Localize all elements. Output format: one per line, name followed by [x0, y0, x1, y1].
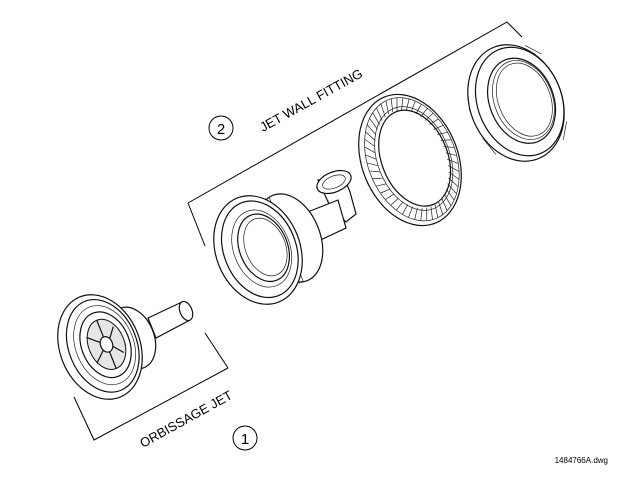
gasket-hatch-line [447, 158, 459, 164]
gasket-hatch-line [420, 108, 428, 118]
gasket-hatch-line [372, 177, 384, 180]
gasket-hatch-line [366, 124, 377, 136]
gasket-hatch-line [448, 171, 460, 180]
callout-2-circle [208, 115, 234, 141]
gasket-hatch-line [414, 207, 418, 220]
callout-2-label: JET WALL FITTING [257, 66, 365, 135]
orbissage-jet-bracket [73, 332, 229, 441]
gasket-hatch-line [445, 188, 455, 201]
gasket-hatch-line [401, 97, 404, 111]
gasket-hatch-line [402, 204, 409, 215]
gasket-hatch-line [447, 183, 457, 194]
gasket-hatch-line [385, 100, 390, 115]
gasket-ring-part [358, 93, 462, 227]
drawing-id: 1484766A.dwg [555, 456, 608, 465]
callout-1-circle [232, 425, 258, 451]
gasket-hatch-line [408, 206, 413, 218]
orbissage-jet-part [57, 294, 194, 400]
gasket-hatch-line [448, 177, 459, 188]
gasket-hatch-line [405, 98, 410, 111]
gasket-hatch-line [415, 103, 422, 115]
gasket-hatch-line [385, 193, 395, 200]
callout-1-number: 1 [241, 431, 249, 448]
gasket-hatch-line [372, 112, 380, 125]
jet-body-part [213, 169, 357, 305]
jet-wall-fitting-bracket [187, 21, 523, 247]
gasket-hatch-line [375, 183, 387, 187]
gasket-hatch-line [445, 152, 457, 156]
gasket-hatch-line [365, 131, 376, 141]
gasket-hatch-line [426, 207, 428, 221]
lock-nut-part [467, 44, 567, 162]
callout-2: 2 JET WALL FITTING [208, 66, 365, 141]
gasket-hatch-line [364, 138, 376, 147]
gasket-hatch-line [441, 197, 448, 211]
gasket-hatch-line [429, 118, 439, 125]
callout-1-label: ORBISSAGE JET [137, 387, 235, 450]
gasket-hatch-line [364, 146, 376, 154]
gasket-hatch-line [443, 193, 452, 206]
callout-2-number: 2 [217, 121, 225, 138]
gasket-hatch-line [366, 162, 379, 167]
gasket-hatch-line [390, 197, 399, 206]
gasket-hatch-line [434, 204, 439, 218]
gasket-hatch-line [376, 107, 383, 121]
gasket-hatch-line [443, 146, 455, 148]
gasket-hatch-line [438, 201, 444, 215]
gasket-hatch-line [433, 124, 444, 130]
gasket-hatch-line [410, 100, 416, 113]
gasket-hatch-line [424, 112, 434, 121]
gasket-hatch-line [369, 170, 381, 173]
gasket-hatch-line [396, 201, 404, 211]
gasket-hatch-line [448, 165, 460, 172]
gasket-hatch-line [430, 206, 433, 220]
gasket-hatch-line [365, 154, 377, 160]
callout-1: 1 ORBISSAGE JET [137, 387, 258, 451]
gasket-hatch-line [437, 131, 448, 136]
gasket-hatch-line [396, 97, 398, 111]
gasket-hatch-line [440, 139, 452, 141]
gasket-hatch-line [380, 103, 386, 117]
gasket-hatch-line [420, 208, 423, 221]
gasket-hatch-line [390, 98, 394, 113]
gasket-hatch-line [380, 188, 391, 194]
gasket-hatch-line [369, 118, 378, 130]
